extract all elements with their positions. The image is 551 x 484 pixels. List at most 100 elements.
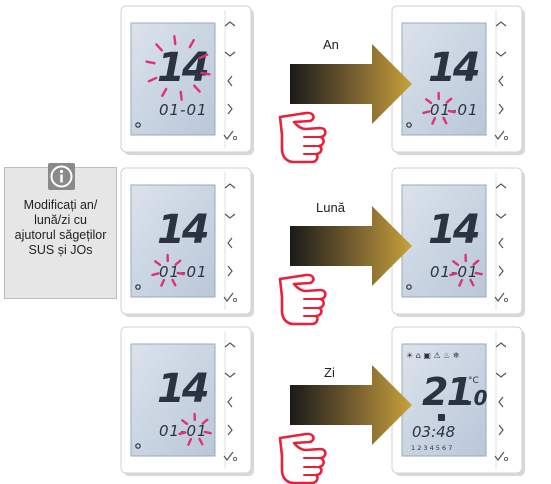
up-arrow-button (224, 21, 236, 27)
step-label-day: Zi (324, 365, 335, 380)
right-arrow-button (498, 424, 504, 436)
blink-burst-day (449, 253, 483, 287)
settings-gear-icon (406, 122, 412, 128)
right-arrow-button (227, 103, 233, 115)
year-digits: 14 (157, 207, 208, 253)
step-arrow-1 (290, 44, 412, 124)
settings-gear-icon (135, 122, 141, 128)
temperature-digits: 21 (422, 370, 471, 414)
lcd-screen (130, 22, 216, 136)
year-digits: 14 (428, 207, 479, 253)
step-arrow-shape (290, 206, 412, 286)
confirm-dot (503, 297, 509, 303)
date-digits: 01-01 (430, 101, 479, 119)
step-arrow-3 (290, 365, 412, 445)
right-arrow-button (498, 103, 504, 115)
right-arrow-button (498, 265, 504, 277)
confirm-dot (232, 456, 238, 462)
lcd-screen (130, 343, 216, 457)
confirm-dot (232, 297, 238, 303)
year-digits: 14 (428, 45, 479, 91)
left-arrow-button (498, 237, 504, 249)
pointing-hand-icon (278, 111, 327, 164)
year-digits: 14 (157, 366, 208, 412)
clock-digits: 03:48 (412, 423, 455, 441)
settings-gear-icon (135, 284, 141, 290)
confirm-dot (503, 135, 509, 141)
lcd-screen (401, 22, 487, 136)
down-arrow-button (224, 372, 236, 378)
press-hand-2 (278, 273, 327, 326)
left-arrow-button (498, 396, 504, 408)
confirm-check-button (223, 451, 234, 461)
step-arrow-shape (290, 44, 412, 124)
date-digits: 01-01 (159, 101, 208, 119)
press-hand-3 (278, 432, 327, 484)
step-arrow-shape (290, 365, 412, 445)
blink-burst-day (178, 412, 212, 446)
settings-gear-icon (135, 443, 141, 449)
info-icon (48, 163, 75, 190)
press-hand-1 (278, 111, 327, 164)
lcd-screen (401, 184, 487, 298)
down-arrow-button (495, 213, 507, 219)
right-arrow-button (227, 265, 233, 277)
settings-gear-icon (406, 284, 412, 290)
confirm-dot (232, 135, 238, 141)
confirm-check-button (494, 292, 505, 302)
blink-burst-year (145, 35, 211, 101)
thermostat-before-2: 14 01-01 (120, 167, 254, 317)
info-line: ajutorul săgeților (14, 228, 107, 242)
hand-finger-lines (303, 298, 321, 317)
date-digits: 01-01 (430, 263, 479, 281)
year-digits: 14 (157, 45, 208, 91)
hand-finger-lines (303, 136, 321, 155)
blink-burst-month (151, 253, 185, 287)
up-arrow-button (224, 342, 236, 348)
step-label-month: Lună (316, 200, 345, 215)
up-arrow-button (224, 183, 236, 189)
confirm-check-button (223, 130, 234, 140)
info-callout: Modificați an/ lună/zi cu ajutorul săgeț… (4, 163, 117, 299)
lock-icon (438, 414, 445, 421)
down-arrow-button (495, 51, 507, 57)
temperature-decimal: .0 (466, 386, 488, 410)
date-digits: 01-01 (159, 422, 208, 440)
thermostat-before-3: 14 01-01 (120, 326, 254, 476)
down-arrow-button (495, 372, 507, 378)
down-arrow-button (224, 213, 236, 219)
down-arrow-button (224, 51, 236, 57)
up-arrow-button (495, 342, 507, 348)
confirm-check-button (494, 130, 505, 140)
right-arrow-button (227, 424, 233, 436)
step-label-year: An (323, 37, 339, 52)
info-text: Modificați an/ lună/zi cu ajutorul săgeț… (5, 198, 116, 258)
info-line: SUS și JOs (28, 243, 93, 257)
pointing-hand-icon (278, 273, 327, 326)
date-digits: 01-01 (159, 263, 208, 281)
up-arrow-button (495, 21, 507, 27)
left-arrow-button (227, 75, 233, 87)
thermostat-after-1: 14 01-01 (391, 5, 525, 155)
info-line: Modificați an/ (23, 198, 98, 212)
hand-finger-lines (303, 457, 321, 476)
left-arrow-button (227, 237, 233, 249)
thermostat-before-1: 14 01-01 (120, 5, 254, 155)
up-arrow-button (495, 183, 507, 189)
lcd-screen (130, 184, 216, 298)
confirm-dot (503, 456, 509, 462)
thermostat-after-2: 14 01-01 (391, 167, 525, 317)
confirm-check-button (494, 451, 505, 461)
pointing-hand-icon (278, 432, 327, 484)
left-arrow-button (498, 75, 504, 87)
step-arrow-2 (290, 206, 412, 286)
status-icons-row: ☀ ⌂ ▣ ⚠ ♨ ❄ (406, 351, 460, 360)
temperature-unit: °C (468, 376, 479, 386)
weekday-numbers: 1 2 3 4 5 6 7 (411, 444, 452, 452)
info-line: lună/zi cu (34, 213, 87, 227)
left-arrow-button (227, 396, 233, 408)
blink-burst-month (422, 91, 456, 125)
confirm-check-button (223, 292, 234, 302)
